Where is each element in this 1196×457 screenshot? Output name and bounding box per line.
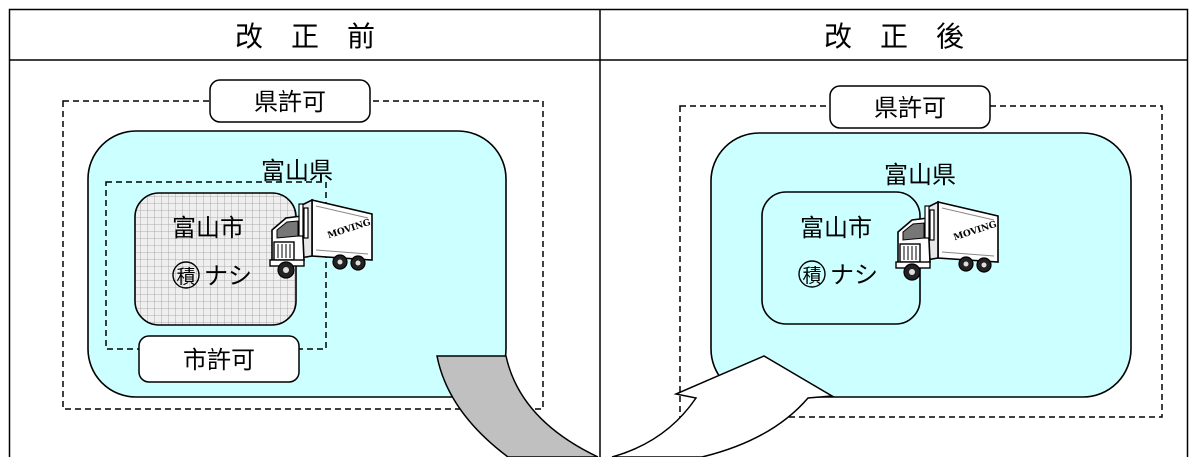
- moving-truck-icon: MOVING: [269, 199, 373, 279]
- city-permit-label: 市許可: [183, 346, 255, 374]
- mark-char: 積: [176, 266, 195, 288]
- header-before: 改 正 前: [235, 20, 375, 53]
- mark-circle: [798, 260, 826, 288]
- header-after: 改 正 後: [824, 20, 964, 53]
- arrow-shaft: [436, 355, 599, 457]
- city-region: [761, 191, 921, 325]
- mark-suffix: ナシ: [204, 262, 252, 290]
- prefecture-permit-badge: 県許可: [209, 79, 371, 123]
- prefecture-permit-label: 県許可: [254, 88, 326, 116]
- moving-truck-icon: MOVING: [895, 201, 999, 281]
- table-border: [8, 8, 1189, 457]
- after-panel: 富山県 富山市 積 ナシ 県許可 MOVING: [679, 85, 1163, 418]
- mark-char: 積: [802, 265, 821, 287]
- comparison-table: 改 正 前 改 正 後: [8, 8, 1189, 457]
- prefecture-permit-label: 県許可: [874, 94, 946, 122]
- city-permit-badge: 市許可: [138, 335, 300, 383]
- prefecture-label: 富山県: [261, 157, 333, 185]
- city-label: 富山市: [172, 214, 244, 242]
- city-permit-boundary: [105, 181, 327, 350]
- mark-suffix: ナシ: [830, 261, 878, 289]
- prefecture-permit-badge: 県許可: [829, 85, 991, 129]
- city-label: 富山市: [800, 214, 872, 242]
- mark-circle: [172, 261, 200, 289]
- transition-arrow: [436, 355, 835, 457]
- before-panel: 富山県 富山市 積 ナシ 市許可 県許可 MOVING: [62, 79, 544, 410]
- arrow-head: [611, 355, 835, 457]
- prefecture-label: 富山県: [884, 161, 956, 189]
